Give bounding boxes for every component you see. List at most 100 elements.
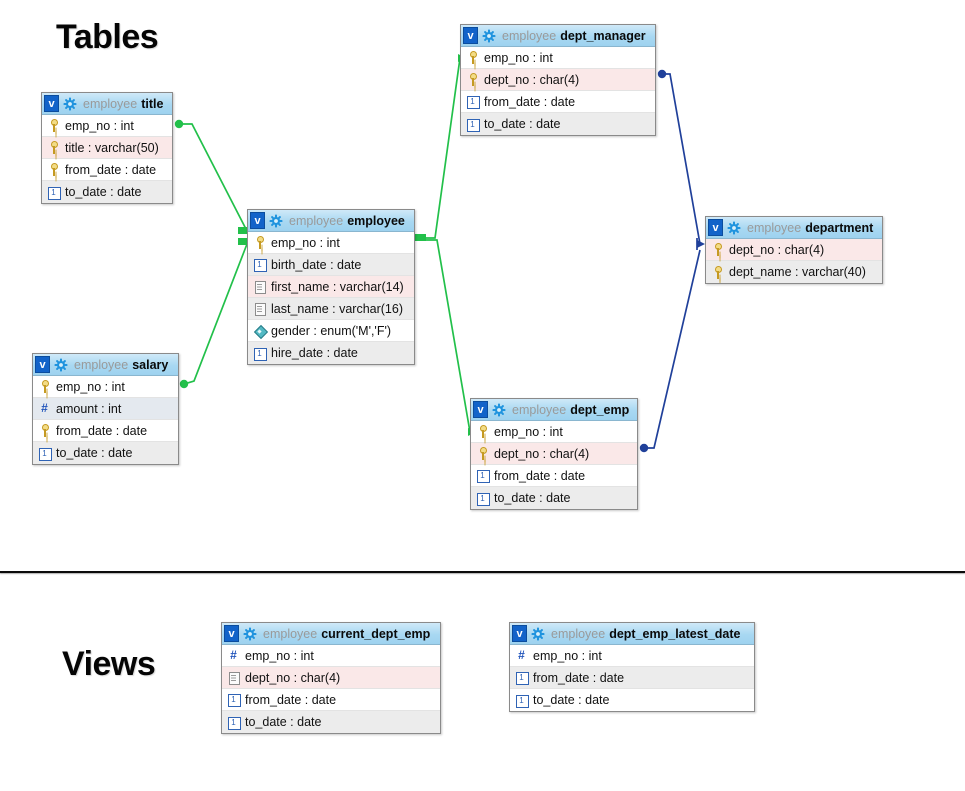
- gear-icon: [54, 358, 68, 372]
- entity-name-label: title: [141, 96, 164, 111]
- gear-icon: [269, 214, 283, 228]
- column-label: from_date : date: [245, 692, 337, 707]
- column-row[interactable]: dept_name : varchar(40): [706, 261, 882, 283]
- column-row[interactable]: to_date : date: [42, 181, 172, 203]
- column-label: emp_no : int: [484, 50, 553, 65]
- view-badge-icon: v: [44, 95, 59, 112]
- link-employee-dept_emp[interactable]: [417, 239, 476, 436]
- entity-columns: emp_no : int from_date : date to_date : da…: [510, 645, 754, 711]
- link-employee-dept_manager[interactable]: [415, 54, 466, 241]
- date-icon: [467, 95, 480, 109]
- column-row[interactable]: emp_no : int: [471, 421, 637, 443]
- date-icon: [516, 694, 529, 708]
- key-icon: [477, 447, 488, 460]
- date-icon: [477, 469, 490, 483]
- view-badge-icon: v: [708, 219, 723, 236]
- column-row[interactable]: birth_date : date: [248, 254, 414, 276]
- column-row[interactable]: to_date : date: [33, 442, 178, 464]
- link-title-employee[interactable]: [174, 119, 249, 234]
- view-badge-icon: v: [35, 356, 50, 373]
- view-badge-icon: v: [512, 625, 527, 642]
- column-row[interactable]: emp_no : int: [33, 376, 178, 398]
- entity-columns: emp_no : intbirth_date : date first_name …: [248, 232, 414, 364]
- gear-icon: [492, 403, 506, 417]
- column-row[interactable]: first_name : varchar(14): [248, 276, 414, 298]
- column-row[interactable]: emp_no : int: [222, 645, 440, 667]
- section-divider: [0, 571, 965, 573]
- column-row[interactable]: from_date : date: [471, 465, 637, 487]
- text-icon: [228, 671, 240, 685]
- column-row[interactable]: to_date : date: [222, 711, 440, 733]
- column-row[interactable]: emp_no : int: [248, 232, 414, 254]
- key-icon: [48, 141, 59, 154]
- date-icon: [467, 118, 480, 132]
- column-label: from_date : date: [533, 670, 625, 685]
- link-dept_emp-department[interactable]: [639, 249, 701, 453]
- column-row[interactable]: dept_no : char(4): [706, 239, 882, 261]
- column-row[interactable]: dept_no : char(4): [222, 667, 440, 689]
- column-label: dept_name : varchar(40): [729, 265, 866, 279]
- entity-schema-label: employee: [289, 213, 344, 228]
- column-row[interactable]: dept_no : char(4): [461, 69, 655, 91]
- gear-icon: [482, 29, 496, 43]
- column-row[interactable]: emp_no : int: [461, 47, 655, 69]
- column-row[interactable]: last_name : varchar(16): [248, 298, 414, 320]
- key-icon: [48, 163, 59, 176]
- link-dept_manager-department[interactable]: [657, 69, 705, 250]
- number-icon: [39, 401, 50, 415]
- key-icon: [477, 425, 488, 438]
- column-row[interactable]: from_date : date: [461, 91, 655, 113]
- column-row[interactable]: to_date : date: [471, 487, 637, 509]
- column-label: emp_no : int: [56, 379, 125, 394]
- column-label: emp_no : int: [533, 648, 602, 663]
- column-row[interactable]: from_date : date: [33, 420, 178, 442]
- key-icon: [712, 243, 723, 256]
- column-row[interactable]: from_date : date: [42, 159, 172, 181]
- column-row[interactable]: to_date : date: [461, 113, 655, 135]
- column-row[interactable]: gender : enum('M','F'): [248, 320, 414, 342]
- column-label: hire_date : date: [271, 346, 358, 360]
- column-label: from_date : date: [56, 423, 148, 438]
- column-row[interactable]: amount : int: [33, 398, 178, 420]
- column-row[interactable]: from_date : date: [510, 667, 754, 689]
- column-row[interactable]: title : varchar(50): [42, 137, 172, 159]
- column-label: emp_no : int: [245, 648, 314, 663]
- entity-columns: dept_no : char(4) dept_name : varchar(40): [706, 239, 882, 283]
- number-icon: [516, 648, 527, 662]
- view-badge-icon: v: [473, 401, 488, 418]
- gear-icon: [63, 97, 77, 111]
- section-title-tables: Tables: [56, 18, 159, 56]
- gear-icon: [727, 221, 741, 235]
- column-label: from_date : date: [65, 162, 157, 177]
- link-salary-employee[interactable]: [179, 238, 249, 389]
- column-label: from_date : date: [494, 468, 586, 483]
- column-row[interactable]: emp_no : int: [42, 115, 172, 137]
- column-row[interactable]: to_date : date: [510, 689, 754, 711]
- column-label: to_date : date: [245, 715, 322, 729]
- column-row[interactable]: from_date : date: [222, 689, 440, 711]
- column-row[interactable]: dept_no : char(4): [471, 443, 637, 465]
- column-label: to_date : date: [56, 446, 133, 460]
- entity-name-label: department: [805, 220, 874, 235]
- column-row[interactable]: hire_date : date: [248, 342, 414, 364]
- column-label: first_name : varchar(14): [271, 279, 404, 294]
- column-row[interactable]: emp_no : int: [510, 645, 754, 667]
